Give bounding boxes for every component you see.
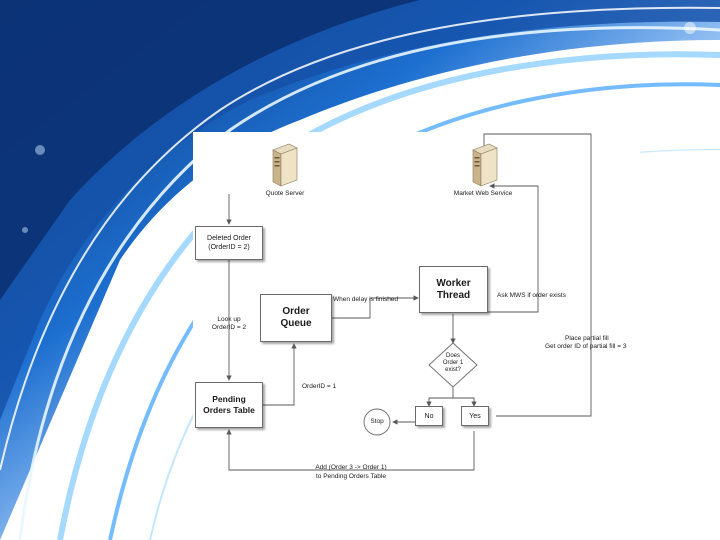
server-icon: [472, 143, 498, 187]
stop-label: Stop: [370, 418, 384, 425]
add-label-2: to Pending Orders Table: [316, 473, 386, 480]
decision-line2: Order 1: [442, 360, 464, 366]
decision-text: Does Order 1 exist?: [429, 353, 477, 374]
yes-label: Yes: [469, 412, 481, 420]
lookup-label-2: OrderID = 2: [211, 324, 247, 331]
pending-orders-line1: Pending: [212, 394, 246, 404]
flowchart: Quote Server Market Web Service Deleted …: [193, 132, 640, 482]
lookup-label-1: Look up: [217, 316, 241, 323]
no-label: No: [424, 412, 434, 420]
pending-orders-line2: Orders Table: [203, 405, 255, 415]
orderid-1-label: OrderID = 1: [302, 383, 337, 390]
deleted-order-line1: Deleted Order: [207, 235, 251, 242]
when-delay-label: When delay is finished: [333, 296, 399, 303]
order-queue-box: Order Queue: [260, 294, 332, 342]
mws-label: Market Web Service: [453, 190, 513, 197]
flowchart-connectors: [226, 133, 592, 471]
decision-line1: Does: [445, 353, 460, 359]
deleted-order-line2: (OrderID = 2): [208, 244, 250, 251]
quote-server-label: Quote Server: [265, 190, 305, 197]
order-queue-line2: Queue: [280, 318, 312, 329]
worker-thread-line2: Thread: [436, 289, 471, 301]
ask-mws-label: Ask MWS if order exists: [497, 292, 566, 299]
worker-thread-box: Worker Thread: [419, 266, 488, 313]
server-icon: [272, 143, 298, 187]
add-label-1: Add (Order 3 -> Order 1): [315, 464, 387, 471]
order-queue-line1: Order: [282, 306, 310, 317]
worker-thread-line1: Worker: [436, 277, 471, 289]
partial-label-2: Get order ID of partial fill = 3: [545, 343, 627, 350]
decision-diamond: [428, 342, 478, 388]
pending-orders-box: Pending Orders Table: [195, 382, 263, 428]
yes-box: Yes: [461, 406, 489, 426]
deleted-order-box: Deleted Order (OrderID = 2): [195, 226, 263, 260]
stop-circle: [363, 408, 391, 436]
decision-line3: exist?: [445, 367, 461, 373]
partial-label-1: Place partial fill: [565, 335, 609, 342]
no-box: No: [415, 406, 443, 426]
